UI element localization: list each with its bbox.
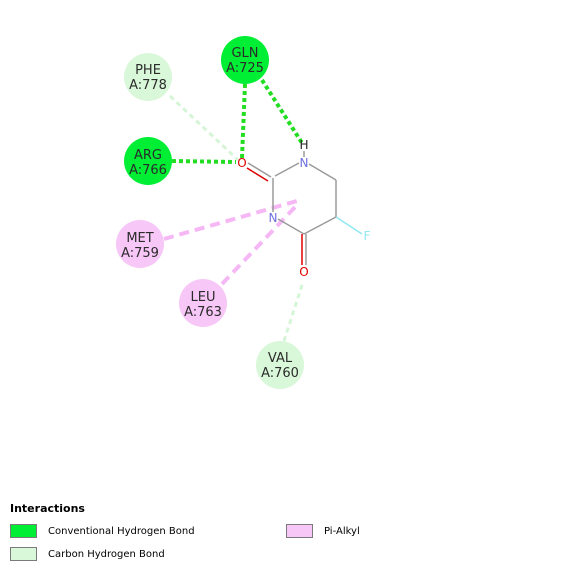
bond-n3-c4	[308, 163, 337, 181]
legend-label-carbon-hydrogen-bond: Carbon Hydrogen Bond	[48, 548, 165, 560]
bond-c2-o-2	[246, 167, 269, 182]
interaction-leu763-ring	[220, 203, 299, 286]
bond-c6-n1	[277, 218, 305, 235]
ligand-molecule	[246, 151, 363, 265]
atom-o-bottom: O	[299, 265, 308, 279]
interaction-diagram: O N H N O F GLN A:725 PHE A:778 ARG A:76…	[116, 36, 371, 389]
atom-labels: O N H N O F	[237, 138, 370, 279]
residue-gln725-disc	[221, 36, 269, 84]
legend-label-conventional-hydrogen-bond: Conventional Hydrogen Bond	[48, 525, 195, 537]
bond-c5-f	[335, 216, 363, 235]
atom-n-top: N	[300, 156, 309, 170]
residue-arg766: ARG A:766	[124, 137, 172, 185]
residue-val760: VAL A:760	[256, 341, 304, 389]
residues: GLN A:725 PHE A:778 ARG A:766 MET A:759 …	[116, 36, 304, 389]
interaction-lines	[163, 78, 305, 342]
legend-swatch-pi-alkyl	[286, 524, 313, 538]
residue-met759: MET A:759	[116, 220, 164, 268]
interaction-phe778-o	[168, 94, 240, 162]
atom-n-bottom: N	[269, 211, 278, 225]
atom-f: F	[364, 229, 371, 243]
bond-c2-n3	[274, 162, 300, 177]
bond-c5-c6	[303, 216, 337, 235]
residue-phe778-chain: A:778	[129, 78, 167, 93]
legend-item-carbon-hydrogen-bond: Carbon Hydrogen Bond	[10, 547, 165, 561]
residue-arg766-disc	[124, 137, 172, 185]
residue-phe778: PHE A:778	[124, 53, 172, 101]
residue-gln725-name: GLN	[231, 46, 258, 61]
bond-c2-o-1	[247, 162, 272, 178]
residue-arg766-chain: A:766	[129, 163, 167, 178]
residue-met759-disc	[116, 220, 164, 268]
residue-val760-chain: A:760	[261, 366, 299, 381]
legend-item-conventional-hydrogen-bond: Conventional Hydrogen Bond	[10, 524, 195, 538]
interaction-arg766-o	[171, 159, 237, 164]
legend-title: Interactions	[10, 502, 85, 515]
legend-item-pi-alkyl: Pi-Alkyl	[286, 524, 360, 538]
residue-met759-chain: A:759	[121, 246, 159, 261]
residue-phe778-name: PHE	[135, 63, 161, 78]
atom-o-top: O	[237, 156, 246, 170]
residue-leu763: LEU A:763	[179, 279, 227, 327]
residue-leu763-name: LEU	[191, 290, 216, 305]
interaction-met759-ring	[163, 199, 298, 241]
residue-val760-name: VAL	[268, 351, 293, 366]
atom-h: H	[299, 138, 308, 152]
legend-swatch-conventional-hydrogen-bond	[10, 524, 37, 538]
legend: Interactions Conventional Hydrogen Bond …	[10, 502, 556, 568]
residue-arg766-name: ARG	[134, 148, 162, 163]
legend-label-pi-alkyl: Pi-Alkyl	[324, 525, 360, 537]
interaction-val760-o	[282, 281, 305, 342]
residue-leu763-disc	[179, 279, 227, 327]
residue-leu763-chain: A:763	[184, 305, 222, 320]
interaction-gln725-h	[260, 78, 304, 145]
residue-phe778-disc	[124, 53, 172, 101]
residue-val760-disc	[256, 341, 304, 389]
residue-gln725-chain: A:725	[226, 61, 264, 76]
residue-met759-name: MET	[126, 231, 153, 246]
interaction-gln725-o	[240, 83, 247, 159]
legend-swatch-carbon-hydrogen-bond	[10, 547, 37, 561]
residue-gln725: GLN A:725	[221, 36, 269, 84]
